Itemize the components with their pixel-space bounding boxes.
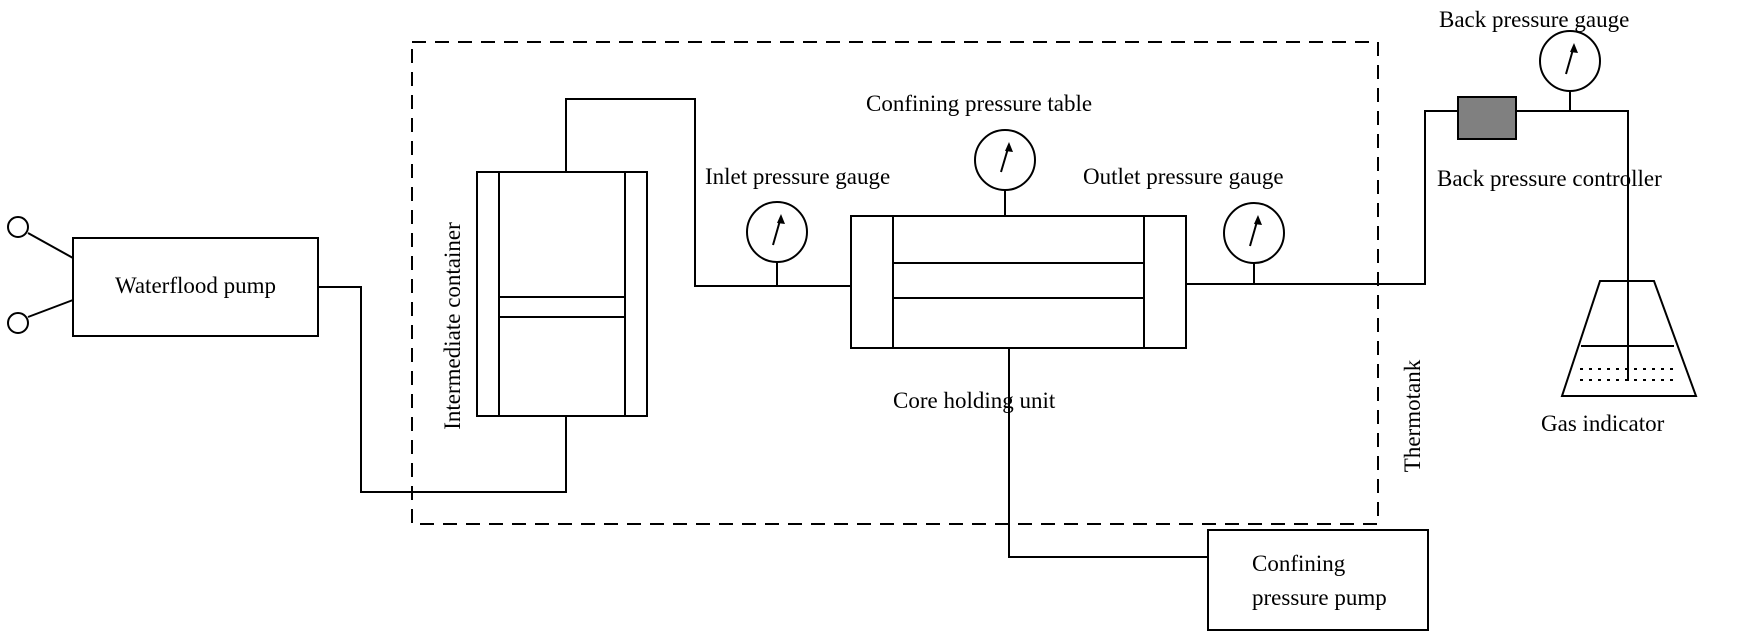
- pump-to-container-pipe: [318, 286, 567, 493]
- back-pressure-gauge: [1539, 30, 1601, 111]
- intermediate-container-label: Intermediate container: [440, 222, 465, 430]
- core-to-confining-pump-pipe: [1008, 348, 1208, 558]
- outlet-pressure-gauge: [1223, 202, 1285, 284]
- core-holding-unit: [850, 215, 1187, 349]
- gas-indicator-label: Gas indicator: [1541, 411, 1665, 436]
- thermotank-label: Thermotank: [1400, 359, 1425, 472]
- core-holding-unit-label: Core holding unit: [893, 388, 1056, 413]
- outlet-pressure-gauge-label: Outlet pressure gauge: [1083, 164, 1284, 189]
- inlet-valves: [7, 216, 74, 334]
- confining-pressure-table-gauge: [974, 129, 1036, 216]
- back-pressure-gauge-label: Back pressure gauge: [1439, 7, 1629, 32]
- back-pressure-controller-label: Back pressure controller: [1437, 166, 1662, 191]
- confining-pressure-pump: Confining pressure pump: [1207, 529, 1429, 631]
- core-outlet-pipe: [1186, 110, 1458, 285]
- confining-pressure-table-label: Confining pressure table: [866, 91, 1092, 116]
- back-pressure-controller: [1457, 96, 1517, 140]
- waterflood-pump-label: Waterflood pump: [115, 273, 276, 298]
- inlet-pressure-gauge-label: Inlet pressure gauge: [705, 164, 890, 189]
- waterflood-pump: Waterflood pump: [72, 237, 319, 337]
- intermediate-container: [476, 171, 648, 417]
- confining-pressure-pump-label-line1: Confining: [1252, 551, 1346, 576]
- confining-pressure-pump-label-line2: pressure pump: [1252, 585, 1387, 610]
- inlet-pressure-gauge: [746, 201, 808, 286]
- container-to-core-pipe: [565, 98, 851, 287]
- gas-indicator: [1560, 280, 1698, 397]
